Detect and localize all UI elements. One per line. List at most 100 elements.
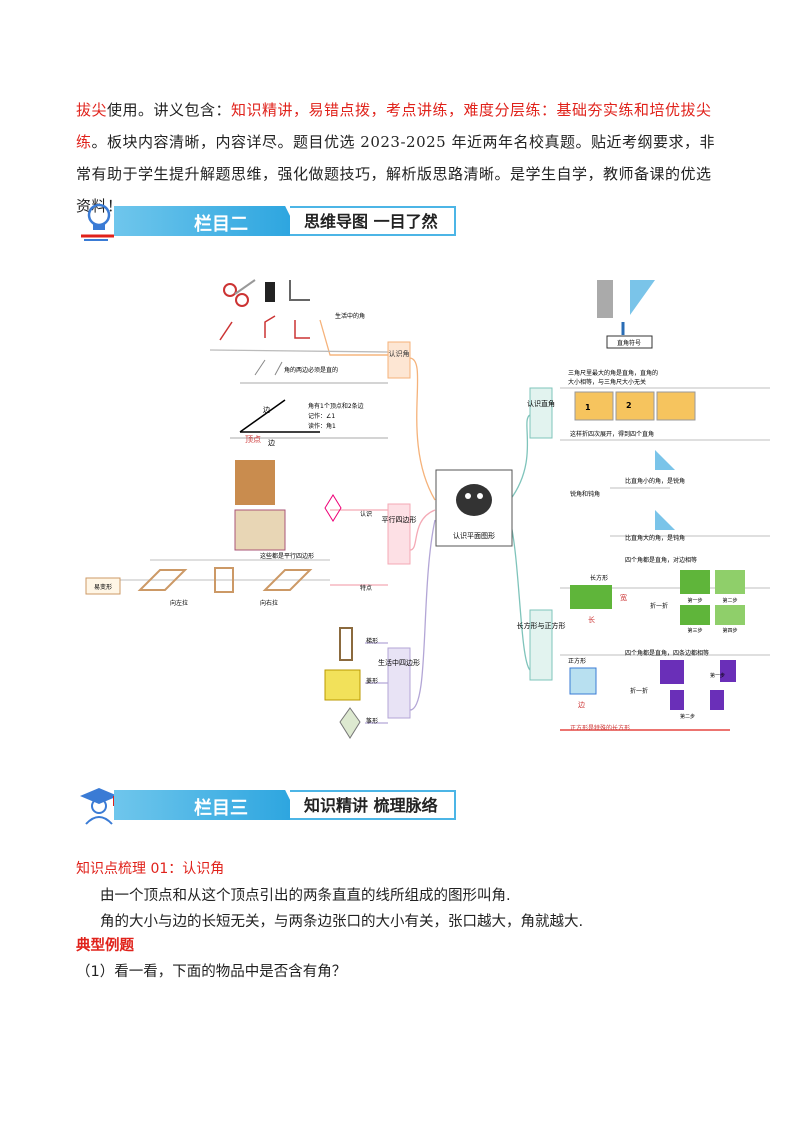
branch-life4 [409, 519, 436, 711]
square-side: 边 [578, 700, 585, 709]
definition-paragraph: 由一个顶点和从这个顶点引出的两条直直的线所组成的图形叫角. [100, 888, 511, 904]
rect-step-2 [715, 570, 745, 594]
size-paragraph: 角的大小与边的长短无关，与两条边张口的大小有关，张口越大，角就越大. [100, 914, 584, 930]
rect-note: 四个角都是直角，对边相等 [625, 556, 697, 564]
gate-photo [234, 509, 286, 551]
question-1: （1）看一看，下面的物品中是否含有角？ [76, 964, 347, 980]
compare-label: 锐角和钝角 [570, 490, 600, 498]
acute-set-square [655, 450, 675, 470]
banner-tab: 栏目二 [114, 206, 300, 236]
para-left [137, 569, 188, 591]
square-label: 正方形 [568, 657, 586, 665]
para-trait: 特点 [360, 584, 372, 592]
center-mascot-icon [456, 484, 492, 516]
node-para-label: 平行四边形 [382, 515, 417, 524]
angle-life: 生活中的角 [335, 312, 365, 320]
banner-title: 思维导图 一目了然 [290, 206, 456, 236]
rect-step-1 [680, 570, 710, 594]
examples-heading: 典型例题 [76, 938, 134, 954]
rect-shape [570, 585, 612, 609]
para-square [214, 567, 234, 593]
life4-c: 筝形 [366, 717, 378, 725]
angle-edge-top: 边 [263, 405, 270, 414]
square-step-c [670, 690, 684, 710]
banner-tab: 栏目三 [114, 790, 300, 820]
node-right-angle [529, 387, 553, 439]
angle-part-3: 读作：角1 [308, 422, 336, 430]
intro-red-1: 拔尖 [76, 101, 108, 119]
branch-para [409, 509, 436, 551]
square-special: 正方形是特殊的长方形 [570, 724, 630, 732]
rect-width: 宽 [620, 593, 627, 602]
square-note: 四个角都是直角，四条边都相等 [625, 649, 709, 657]
branch-angle [409, 357, 436, 501]
scissors-icon [223, 279, 256, 307]
life4-a: 梯形 [366, 637, 378, 645]
para-pull-left: 向左拉 [170, 599, 188, 607]
battery-icon [265, 282, 275, 302]
banner-tab-label: 栏目二 [194, 214, 248, 235]
life4-b: 菱形 [366, 677, 378, 685]
square-shape [569, 667, 597, 695]
node-angle-label: 认识角 [389, 349, 410, 358]
rect-length: 长 [588, 615, 595, 624]
square-step-d [710, 690, 724, 710]
right-angle-desc-1: 三角尺里最大的角是直角，直角的 [568, 369, 658, 377]
square-step-1: 第一步 [710, 672, 725, 679]
angle-edge-bottom: 边 [268, 438, 275, 447]
node-life4-label: 生活中四边形 [378, 658, 420, 667]
stairs-photo [235, 460, 275, 505]
fence-icon [324, 669, 361, 701]
para-easy-box [85, 577, 121, 595]
acute-label: 比直角小的角，是锐角 [625, 477, 685, 485]
rect-label: 长方形 [590, 574, 608, 582]
fold-step-1 [574, 391, 614, 421]
para-easy: 易变形 [94, 583, 112, 591]
node-rect [529, 609, 553, 681]
fold-step-3 [656, 391, 696, 421]
para-pull-right: 向右拉 [260, 599, 278, 607]
right-angle-fold: 这样折四次展开，得到四个直角 [570, 430, 654, 438]
fold-step-1-label: 1 [585, 403, 591, 412]
right-angle-tool-box [606, 335, 653, 349]
angle-part-1: 角有1个顶点和2条边 [308, 402, 364, 410]
banner-mindmap: 栏目二 思维导图 一目了然 [78, 200, 458, 241]
rect-step-4 [715, 605, 745, 625]
mind-map: 认识平面图形 认识角 生活中的角 角的两边必须是直的 顶点 边 边 角有1个顶点… [85, 279, 770, 739]
square-fold: 折一折 [630, 687, 648, 695]
banner-tab-label: 栏目三 [194, 798, 248, 819]
set-square-icon [630, 280, 655, 315]
section-heading: 知识点梳理 01：认识角 [76, 861, 225, 877]
rect-fold: 折一折 [650, 602, 668, 610]
square-step-a [660, 660, 684, 684]
rect-step-4-label: 第四步 [722, 627, 737, 634]
para-shape [324, 494, 342, 522]
square-step-2: 第二步 [680, 713, 695, 720]
para-right [262, 569, 313, 591]
right-angle-desc-2: 大小相等，与三角尺大小无关 [568, 378, 646, 386]
rect-step-3-label: 第三步 [687, 627, 702, 634]
intro-text-1: 使用。讲义包含： [107, 101, 232, 119]
node-right-angle-label: 认识直角 [527, 399, 555, 408]
lightbulb-icon [81, 203, 114, 241]
center-label: 认识平面图形 [453, 531, 495, 540]
angle-vertex: 顶点 [245, 435, 261, 444]
rect-step-3 [680, 605, 710, 625]
ladder-icon [339, 627, 353, 661]
rect-step-1-label: 第一步 [687, 597, 702, 604]
chair-icon [597, 280, 613, 318]
kite-icon [339, 707, 361, 739]
node-angle [387, 341, 411, 379]
banner-knowledge: 栏目三 知识精讲 梳理脉络 [78, 784, 458, 825]
square-step-b [720, 660, 736, 682]
right-angle-tool: 直角符号 [617, 339, 641, 347]
intro-red-2: 知识精讲，易错点拨，考点讲练，难度分层练：基础夯实练和培优拔尖练 [76, 101, 712, 151]
lamp-icon [289, 280, 310, 301]
branch-rect [509, 519, 531, 671]
node-life4 [387, 647, 411, 719]
obtuse-set-square [655, 510, 675, 530]
angle-sides: 角的两边必须是直的 [284, 366, 338, 374]
angle-part-2: 记作：∠1 [308, 412, 335, 420]
graduate-icon [80, 788, 118, 825]
node-rect-label: 长方形与正方形 [517, 621, 566, 630]
